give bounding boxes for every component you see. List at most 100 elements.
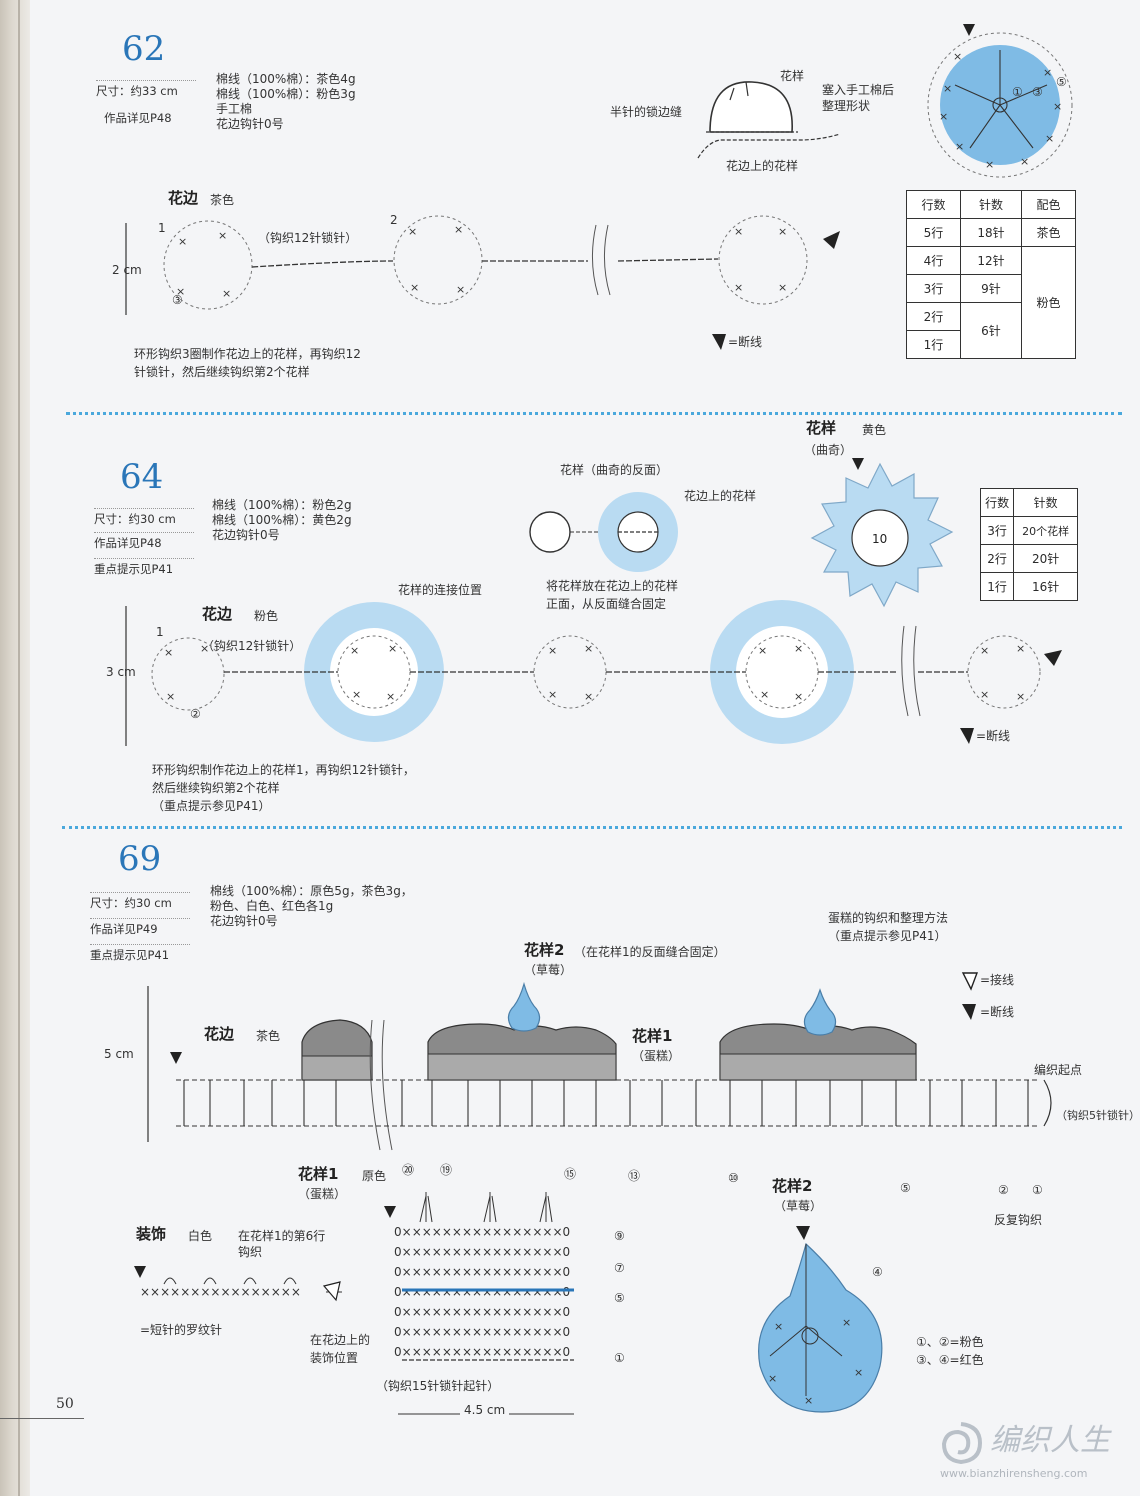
deco-note-1: 在花样1的第6行 [238, 1229, 326, 1243]
section-62-number: 62 [122, 29, 166, 69]
section-62-materials: 棉线（100%棉）：茶色4g 棉线（100%棉）：粉色3g 手工棉 花边钩针0号 [216, 72, 356, 132]
strawberry-sub: （草莓） [524, 963, 573, 977]
edge-64-note-1: 环形钩织制作花边上的花样1，再钩织12针锁针， [152, 763, 415, 777]
deco-color: 白色 [188, 1229, 213, 1243]
svg-text:×: × [842, 1316, 851, 1329]
cake-title: 花样1 [632, 1027, 673, 1045]
circle-num-1: ① [1012, 85, 1023, 99]
section-69-size: 尺寸：约30 cm [90, 892, 190, 911]
row-mark: ② [998, 1183, 1009, 1197]
legend-cut: =断线 [980, 1005, 1015, 1019]
cookie-pattern-title: 花样 [806, 419, 837, 437]
strawberry-title: 花样2 [524, 941, 565, 959]
material-line: 花边钩针0号 [210, 914, 278, 928]
row-mark: ⑮ [564, 1167, 577, 1181]
svg-text:×: × [778, 225, 787, 238]
table-header: 配色 [1021, 190, 1076, 219]
label-put-2: 正面，从反面缝合固定 [546, 597, 667, 611]
cut-mark-icon [960, 728, 974, 744]
material-line: 棉线（100%棉）：粉色3g [216, 87, 356, 101]
svg-text:×: × [410, 281, 419, 294]
edge-62-chart: ×××× ×××× ×××× [125, 215, 840, 315]
svg-text:×: × [854, 1366, 863, 1379]
section-64-number: 64 [120, 457, 164, 497]
svg-text:0××××××××××××××××0: 0××××××××××××××××0 [394, 1345, 570, 1359]
material-line: 花边钩针0号 [216, 117, 284, 131]
section-64-row-table: 行数 针数 3行 20个花样 2行 20针 1行 16针 [979, 488, 1078, 601]
watermark-url: www.bianzhirensheng.com [940, 1467, 1088, 1480]
table-header: 行数 [906, 190, 961, 219]
svg-text:×: × [980, 644, 989, 657]
edge-62-motif-1: 1 [158, 221, 166, 235]
section-64-ref: 作品详见P48 [94, 532, 194, 551]
edge-62-title: 花边 [168, 189, 199, 207]
row-mark: ⑳ [402, 1163, 415, 1177]
edge-64-motif-circled: ② [190, 707, 201, 721]
table-cell: 1行 [979, 572, 1015, 601]
deco-pos-1: 在花边上的 [310, 1333, 371, 1347]
edge-64-title: 花边 [202, 605, 233, 623]
svg-text:0××××××××××××××××0: 0××××××××××××××××0 [394, 1225, 570, 1239]
material-line: 手工棉 [216, 102, 253, 116]
ball-assembly-illustration [697, 81, 841, 159]
svg-text:×: × [1016, 642, 1025, 655]
watermark-logo-icon [941, 1422, 983, 1465]
edge-64-height: 3 cm [106, 665, 136, 679]
svg-text:0××××××××××××××××0: 0××××××××××××××××0 [394, 1325, 570, 1339]
cake-chart-sub: （蛋糕） [298, 1187, 347, 1201]
svg-text:×: × [758, 644, 767, 657]
svg-text:×: × [408, 225, 417, 238]
circle-num-3: ③ [1032, 85, 1043, 99]
table-cell: 20针 [1013, 544, 1078, 573]
svg-text:×: × [166, 690, 175, 703]
spine-edge [18, 0, 20, 1496]
svg-text:×: × [794, 642, 803, 655]
svg-text:×: × [178, 235, 187, 248]
svg-text:×: × [456, 283, 465, 296]
svg-text:×: × [804, 1394, 813, 1407]
material-line: 粉色、白色、红色各1g [210, 899, 334, 913]
edge-62-chain-note: （钩织12针锁针） [258, 231, 358, 245]
material-line: 花边钩针0号 [212, 528, 280, 542]
table-header: 针数 [959, 190, 1023, 219]
svg-text:×: × [176, 285, 185, 298]
table-cell: 5行 [906, 218, 961, 247]
table-cell: 6针 [959, 302, 1023, 359]
svg-text:×: × [774, 1320, 783, 1333]
svg-text:×: × [1020, 155, 1029, 168]
svg-text:×: × [350, 644, 359, 657]
deco-chart: ×××××××××××××××× [134, 1266, 342, 1302]
edge-62-legend: =断线 [728, 335, 763, 349]
row-mark: ⑲ [440, 1163, 453, 1177]
deco-note-2: 钩织 [238, 1245, 263, 1259]
edge-69-color: 茶色 [256, 1029, 281, 1043]
table-cell: 16针 [1013, 572, 1078, 601]
svg-text:×: × [352, 688, 361, 701]
table-header: 行数 [979, 488, 1015, 517]
svg-text:×: × [388, 642, 397, 655]
svg-text:×: × [985, 158, 994, 171]
material-line: 棉线（100%棉）：原色5g，茶色3g， [210, 884, 413, 898]
cake-row-mark: ⑤ [614, 1291, 625, 1305]
svg-text:×: × [953, 50, 962, 63]
strawberry-chart-title: 花样2 [772, 1177, 813, 1195]
edge-62-motif-2: 2 [390, 213, 398, 227]
svg-text:×: × [1016, 690, 1025, 703]
book-spine [0, 0, 30, 1496]
svg-text:×: × [943, 82, 952, 95]
cake-chart: 0××××××××××××××××0 0××××××××××××××××0 0×… [384, 1192, 574, 1361]
cake-sub: （蛋糕） [632, 1049, 681, 1063]
edge-62-note-2: 针锁针，然后继续钩织第2个花样 [134, 365, 310, 379]
svg-text:×: × [760, 688, 769, 701]
section-divider [62, 826, 1122, 829]
ball-motif-chart: ××× ××× ××× [927, 24, 1073, 178]
svg-text:××××××××××××××××: ×××××××××××××××× [140, 1285, 301, 1299]
edge-64-color: 粉色 [254, 609, 279, 623]
edge-64-chart: ××× ×××× ×××× ×××× ×××× [125, 600, 1062, 746]
svg-text:×: × [548, 688, 557, 701]
table-cell: 4行 [906, 246, 961, 275]
label-seam: 半针的锁边缝 [610, 105, 683, 119]
label-connect: 花样的连接位置 [398, 583, 483, 597]
table-header: 针数 [1013, 488, 1078, 517]
material-line: 棉线（100%棉）：黄色2g [212, 513, 352, 527]
